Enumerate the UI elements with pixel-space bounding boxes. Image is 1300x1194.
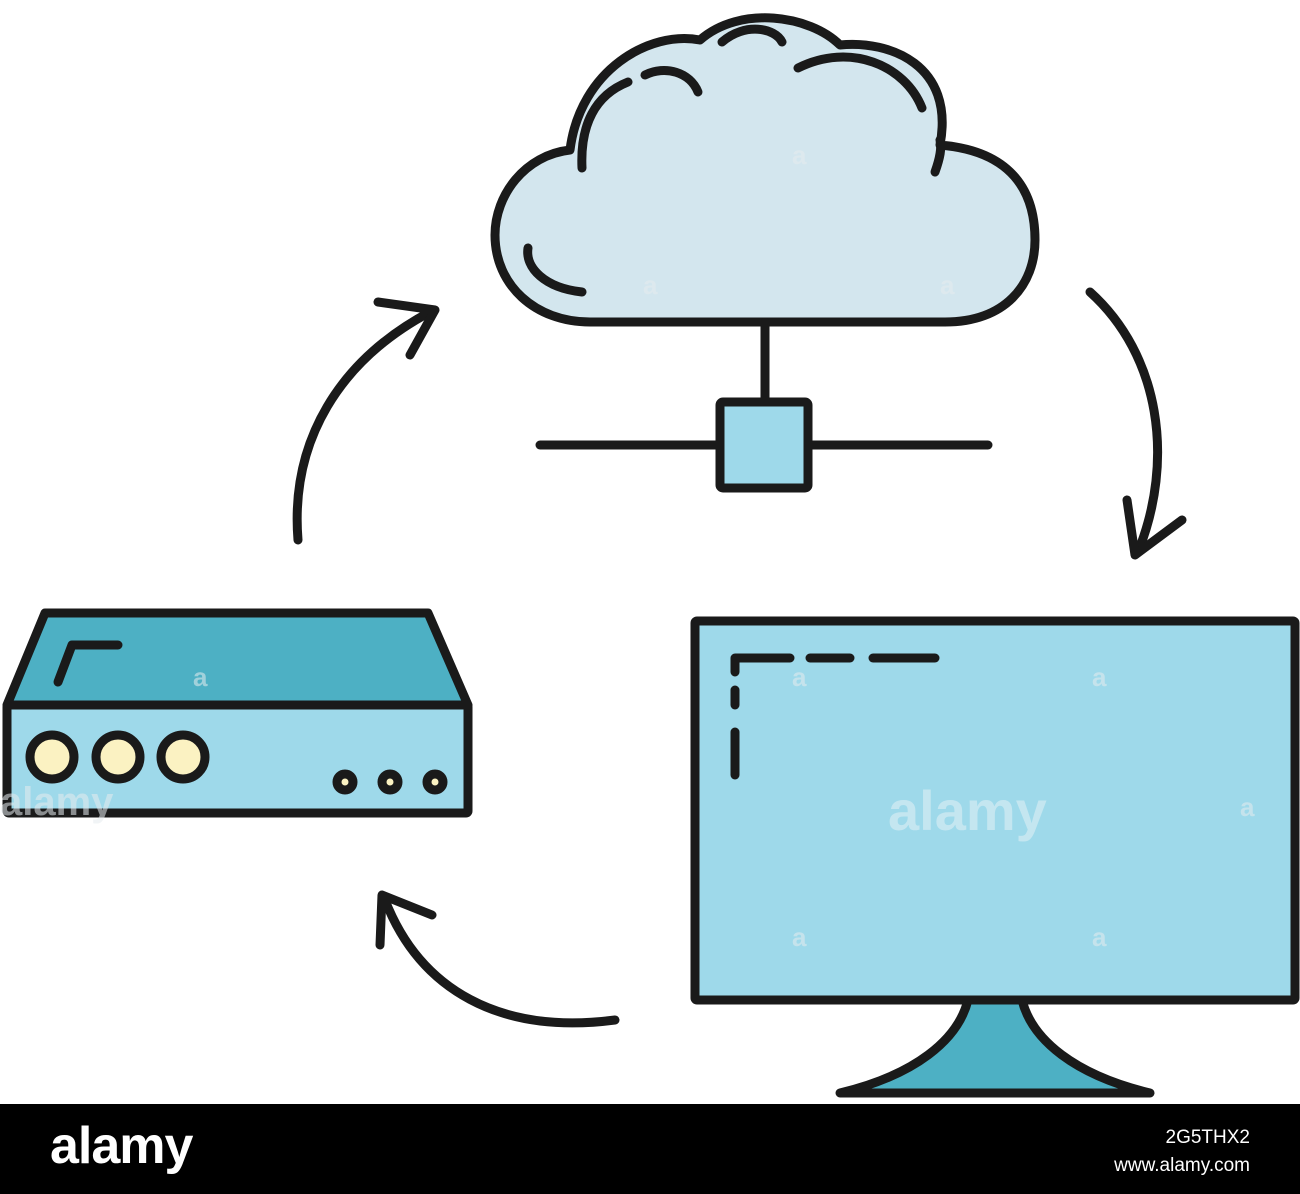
- cloud-icon: [490, 13, 1040, 327]
- cloud-shape: [490, 13, 1040, 327]
- arrow-monitor-to-device: [380, 895, 620, 1028]
- cloud-highlight: [793, 52, 927, 113]
- node-box: [715, 397, 813, 493]
- cloud-highlight: [717, 24, 787, 47]
- image-id: 2G5THX2: [1165, 1127, 1250, 1148]
- site-url: www.alamy.com: [1114, 1155, 1250, 1176]
- alamy-logo: alamy: [50, 1117, 193, 1175]
- network-node-icon: [535, 317, 993, 493]
- screen-highlight: [730, 653, 795, 677]
- cycle-arrow-icon: [292, 287, 1187, 1028]
- footer-bar: alamy 2G5THX2 www.alamy.com: [0, 1104, 1300, 1194]
- device-top-highlight: [53, 640, 123, 687]
- device-port: [91, 730, 145, 784]
- cloud-highlight: [640, 66, 703, 97]
- device-led: [377, 769, 403, 795]
- arrow-cloud-to-monitor: [1085, 287, 1163, 557]
- arrow-head: [375, 890, 437, 950]
- cloud-network-cycle-diagram: [2, 13, 1300, 1098]
- arrow-head: [373, 297, 440, 360]
- device-port: [156, 730, 210, 784]
- monitor-screen: [690, 616, 1300, 1005]
- router-icon: [2, 608, 473, 818]
- monitor-stand: [835, 995, 1155, 1098]
- device-top: [2, 608, 473, 710]
- footer-meta: 2G5THX2 www.alamy.com: [1114, 1124, 1250, 1180]
- device-led: [332, 769, 358, 795]
- arrow-head: [1122, 495, 1187, 560]
- device-port: [25, 730, 79, 784]
- arrow-device-to-cloud: [292, 307, 435, 545]
- cloud-highlight: [577, 77, 633, 173]
- device-led: [422, 769, 448, 795]
- cloud-highlight: [930, 135, 946, 177]
- cloud-highlight: [523, 243, 587, 297]
- monitor-icon: [690, 616, 1300, 1098]
